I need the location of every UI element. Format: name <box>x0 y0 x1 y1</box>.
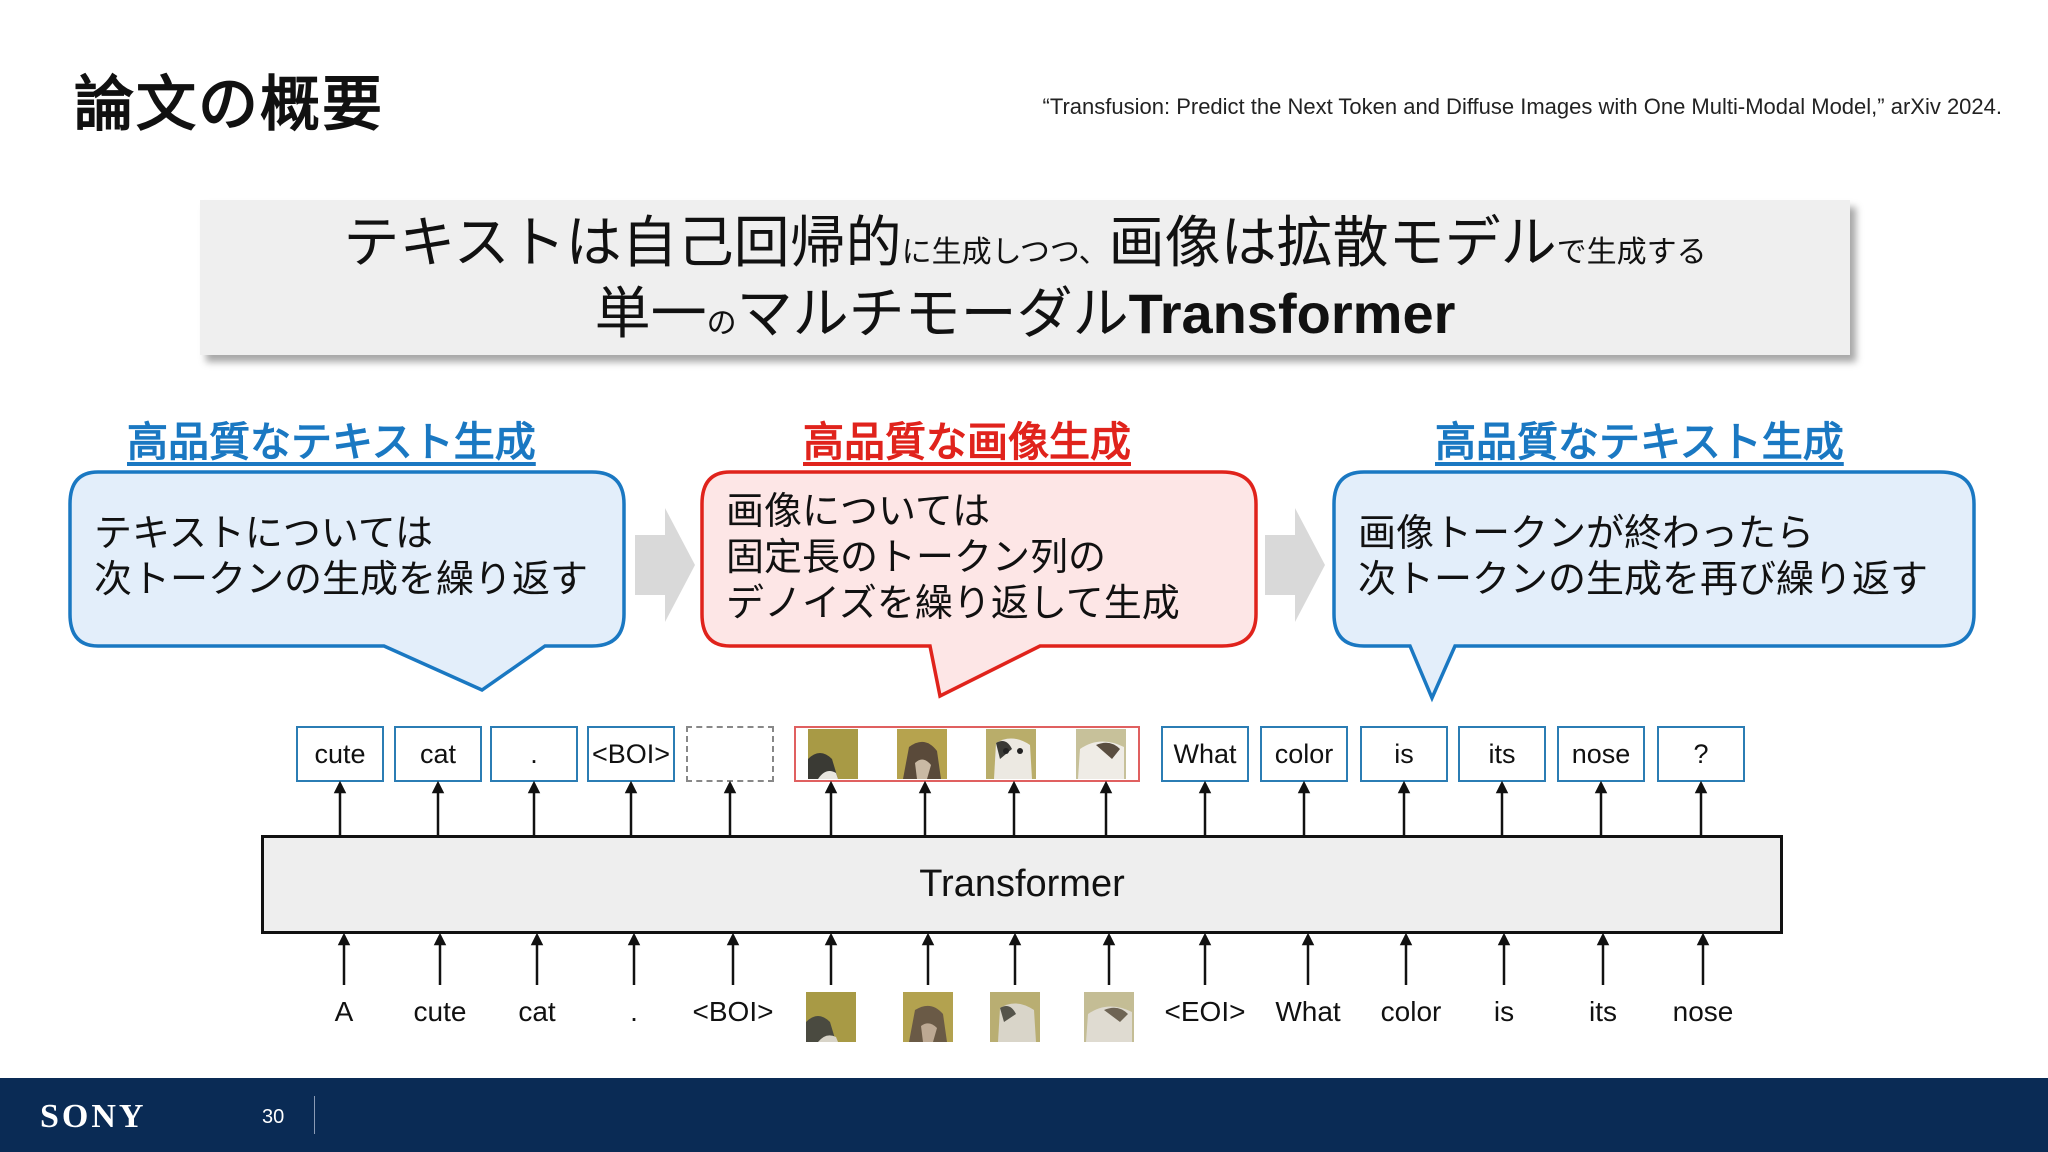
input-token: cat <box>518 996 556 1027</box>
input-token: nose <box>1672 996 1734 1027</box>
footer-divider <box>314 1096 315 1134</box>
cat-image-patch-icon <box>986 729 1036 779</box>
cat-image-patch-icon <box>808 729 858 779</box>
input-token: . <box>630 996 638 1027</box>
output-token: cute <box>296 726 384 782</box>
bubble-line: 画像トークンが終わったら <box>1358 511 1815 555</box>
input-token: A <box>334 996 354 1027</box>
summary-box: テキストは自己回帰的に生成しつつ、画像は拡散モデルで生成する 単一のマルチモーダ… <box>200 200 1850 355</box>
output-token: its <box>1458 726 1546 782</box>
paper-citation: “Transfusion: Predict the Next Token and… <box>1042 94 2002 119</box>
summary-line-2: 単一のマルチモーダルTransformer <box>200 286 1850 343</box>
input-token: is <box>1493 996 1515 1027</box>
noisy-image-patch-icon <box>903 992 953 1042</box>
summary-line-1: テキストは自己回帰的に生成しつつ、画像は拡散モデルで生成する <box>200 216 1850 272</box>
bubble-line: デノイズを繰り返して生成 <box>726 581 1180 625</box>
summary-text: の <box>706 306 737 341</box>
output-image-strip <box>794 726 1140 782</box>
summary-text-transformer: Transformer <box>1128 282 1456 345</box>
sony-logo: SONY <box>40 1098 147 1135</box>
summary-text: 単一 <box>594 282 707 347</box>
bubble-right-text: 画像トークンが終わったら 次トークンの生成を再び繰り返す <box>1358 510 1928 602</box>
noisy-image-patch-icon <box>990 992 1040 1042</box>
output-token: is <box>1360 726 1448 782</box>
input-token: <EOI> <box>1164 996 1246 1027</box>
output-token: ? <box>1657 726 1745 782</box>
bubble-right <box>1332 470 1976 703</box>
bubble-line: 次トークンの生成を繰り返す <box>94 557 589 601</box>
flow-arrow-icon <box>1265 508 1325 622</box>
output-token: What <box>1161 726 1249 782</box>
cat-image-patch-icon <box>1076 729 1126 779</box>
input-token: cute <box>413 996 467 1027</box>
bubble-line: 画像については <box>726 489 991 533</box>
output-token: . <box>490 726 578 782</box>
heading-image-generation: 高品質な画像生成 <box>803 418 1131 466</box>
input-token: <BOI> <box>692 996 774 1027</box>
input-token: its <box>1589 996 1617 1027</box>
upward-arrow-icon <box>333 780 1710 985</box>
summary-text: 画像は拡散モデル <box>1108 211 1557 276</box>
bubble-line: テキストについては <box>94 511 433 555</box>
flow-arrow-icon <box>635 508 695 622</box>
input-token: color <box>1380 996 1442 1027</box>
bubble-middle-text: 画像については 固定長のトークン列の デノイズを繰り返して生成 <box>726 488 1180 626</box>
diagram-arrows <box>333 780 1710 985</box>
bubble-line: 固定長のトークン列の <box>726 535 1107 579</box>
output-token: cat <box>394 726 482 782</box>
footer-bar: SONY 30 <box>0 1078 2048 1152</box>
output-token-empty <box>686 726 774 782</box>
cat-image-patch-icon <box>897 729 947 779</box>
heading-text-generation-right: 高品質なテキスト生成 <box>1435 418 1844 466</box>
summary-text: テキストは自己回帰的 <box>343 211 902 276</box>
summary-text: に生成しつつ、 <box>901 235 1109 270</box>
bubble-middle <box>700 470 1258 699</box>
noisy-image-patch-icon <box>806 992 856 1042</box>
transformer-block: Transformer <box>261 835 1783 934</box>
bubble-left-text: テキストについては 次トークンの生成を繰り返す <box>94 510 588 602</box>
summary-text: で生成する <box>1556 235 1707 270</box>
output-token: <BOI> <box>587 726 675 782</box>
slide-title: 論文の概要 <box>74 70 384 140</box>
noisy-image-patch-icon <box>1084 992 1134 1042</box>
input-token: What <box>1275 996 1341 1027</box>
heading-text-generation-left: 高品質なテキスト生成 <box>127 418 536 466</box>
bubble-left <box>68 470 626 693</box>
page-number: 30 <box>262 1106 285 1128</box>
bubbles-layer <box>68 470 1976 703</box>
bubble-line: 次トークンの生成を再び繰り返す <box>1358 557 1929 601</box>
summary-text: マルチモーダル <box>736 282 1129 347</box>
